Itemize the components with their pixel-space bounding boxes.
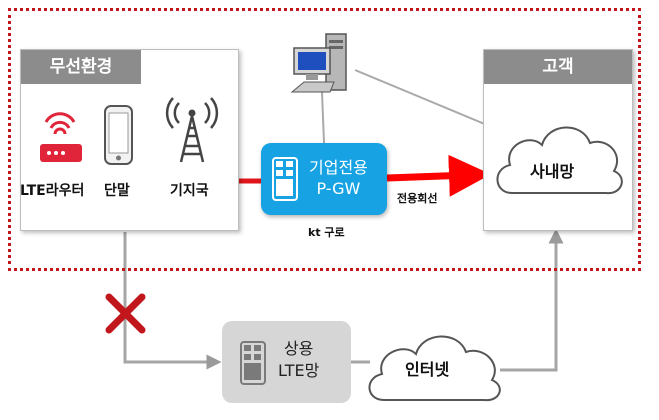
customer-panel: 고객 — [483, 49, 633, 231]
base-station-tower-icon — [165, 97, 219, 163]
internet-cloud-icon — [368, 335, 501, 402]
base-station-label: 기지국 — [170, 183, 209, 199]
intranet-label: 사내망 — [530, 162, 575, 181]
terminal-phone-icon — [104, 105, 133, 165]
commercial-lte-node: 상용 LTE망 — [222, 321, 351, 403]
wireless-to-lte-line — [123, 232, 222, 370]
wireless-panel-title: 무선환경 — [21, 50, 141, 84]
dedicated-line-arrow — [386, 154, 491, 197]
lte-server-icon — [240, 341, 266, 385]
customer-panel-title: 고객 — [484, 50, 632, 84]
server-to-pgw-line — [321, 91, 325, 144]
enterprise-boundary-frame — [8, 8, 641, 271]
terminal-label: 단말 — [104, 183, 130, 199]
lte-router-label: LTE라우터 — [20, 183, 85, 199]
server-computer-icon — [290, 33, 347, 93]
intranet-cloud-icon — [496, 126, 623, 195]
kt-route-label: kt 구로 — [308, 226, 345, 239]
lte-router-icon — [40, 112, 82, 162]
gateway-server-icon — [272, 157, 298, 201]
enterprise-pgw-node: 기업전용 P-GW — [261, 143, 387, 215]
blocked-x-icon — [105, 293, 146, 334]
pgw-label-line2: P-GW — [316, 179, 361, 198]
internet-to-intranet-line — [500, 228, 564, 372]
dedicated-line-label: 전용회선 — [397, 192, 438, 205]
commercial-lte-line2: LTE망 — [278, 361, 320, 380]
pgw-label-line1: 기업전용 — [309, 158, 368, 177]
internet-label: 인터넷 — [405, 360, 450, 379]
commercial-lte-line1: 상용 — [283, 339, 314, 358]
